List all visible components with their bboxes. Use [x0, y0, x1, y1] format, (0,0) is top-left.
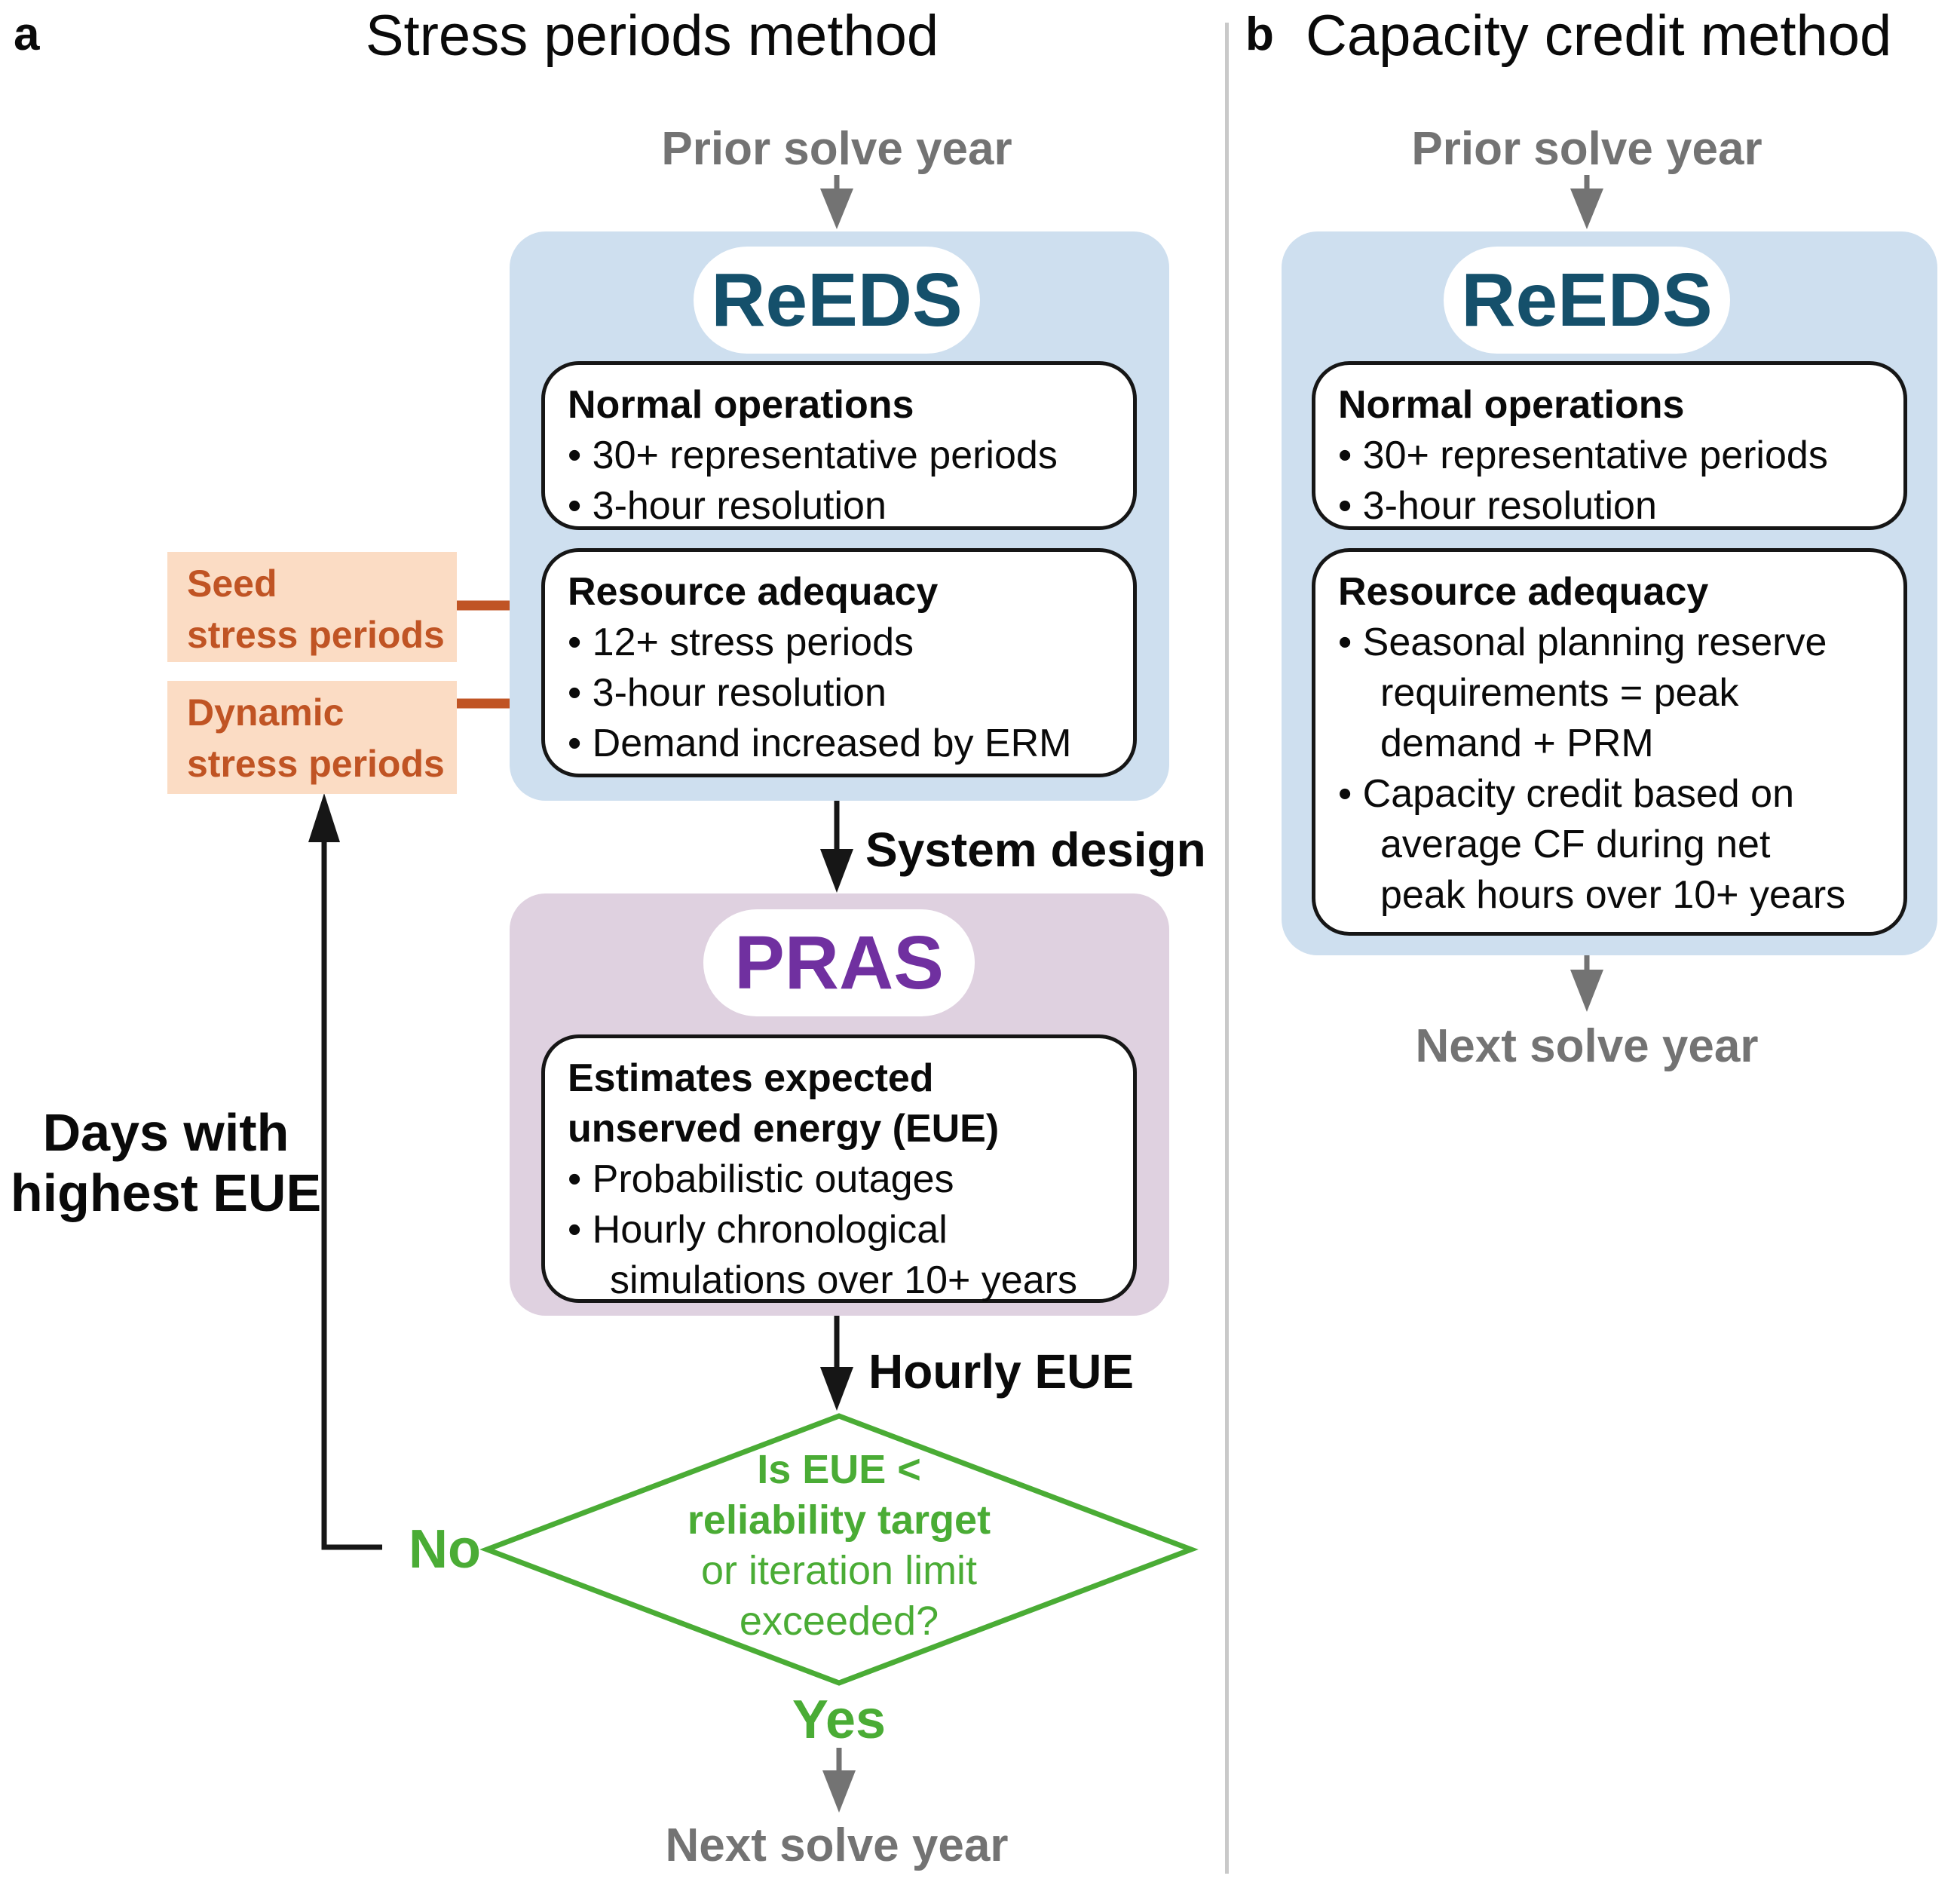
pras-detail-bullet: • Hourly chronological simulations over …	[568, 1208, 1077, 1302]
prior-solve-year-label-b: Prior solve year	[1411, 123, 1762, 175]
hourly-eue-label: Hourly EUE	[868, 1344, 1135, 1399]
arrow-feedback-loop	[308, 793, 382, 1550]
resource-adequacy-title-a: Resource adequacy	[568, 570, 939, 614]
dynamic-stress-periods-box: Dynamic stress periods	[167, 681, 457, 794]
decision-question-bold: Is EUE < reliability target	[687, 1447, 991, 1543]
normal-operations-title-b: Normal operations	[1338, 383, 1685, 427]
reeds-badge-b: ReEDS	[1444, 247, 1730, 354]
arrow-reeds-to-next-b	[1570, 954, 1603, 1012]
pras-detail-box: Estimates expected unserved energy (EUE)…	[541, 1034, 1137, 1303]
resource-adequacy-bullet: • Capacity credit based on average CF du…	[1338, 772, 1846, 917]
normal-operations-bullet: • 3-hour resolution	[568, 484, 887, 528]
panel-a-label: a	[14, 8, 40, 60]
arrow-system-design	[820, 801, 853, 893]
normal-operations-bullet: • 30+ representative periods	[1338, 434, 1828, 477]
panel-b-label: b	[1245, 8, 1274, 60]
panel-a-title: Stress periods method	[365, 4, 939, 68]
decision-question-regular: or iteration limit exceeded?	[700, 1548, 978, 1644]
normal-operations-box-b: Normal operations • 30+ representative p…	[1312, 361, 1907, 530]
next-solve-year-label-a: Next solve year	[665, 1819, 1009, 1871]
decision-diamond	[479, 1413, 1199, 1686]
days-highest-eue-label: Days with highest EUE	[10, 1103, 322, 1222]
resource-adequacy-bullet: • Demand increased by ERM	[568, 722, 1072, 765]
panel-b-title: Capacity credit method	[1306, 4, 1892, 68]
pras-wordmark: PRAS	[734, 920, 944, 1005]
next-solve-year-label-b: Next solve year	[1415, 1020, 1759, 1072]
resource-adequacy-title-b: Resource adequacy	[1338, 570, 1709, 614]
reeds-wordmark-a: ReEDS	[711, 257, 963, 342]
arrow-yes-to-next-a	[822, 1748, 856, 1813]
arrow-prior-to-reeds-a	[820, 175, 853, 229]
resource-adequacy-bullet: • 12+ stress periods	[568, 621, 914, 664]
decision-no-label: No	[409, 1519, 481, 1580]
decision-diamond-text: Is EUE < reliability target or iteration…	[537, 1445, 1141, 1647]
resource-adequacy-bullet: • 3-hour resolution	[568, 671, 887, 715]
resource-adequacy-box-a: Resource adequacy • 12+ stress periods •…	[541, 548, 1137, 777]
pras-detail-title: Estimates expected unserved energy (EUE)	[568, 1056, 1000, 1151]
pras-badge: PRAS	[703, 909, 975, 1016]
arrow-prior-to-reeds-b	[1570, 175, 1603, 229]
normal-operations-title-a: Normal operations	[568, 383, 914, 427]
prior-solve-year-label-a: Prior solve year	[661, 123, 1012, 175]
reeds-wordmark-b: ReEDS	[1461, 257, 1713, 342]
normal-operations-box-a: Normal operations • 30+ representative p…	[541, 361, 1137, 530]
reeds-badge-a: ReEDS	[694, 247, 980, 354]
arrow-hourly-eue	[820, 1316, 853, 1411]
system-design-label: System design	[865, 823, 1206, 877]
panel-divider	[1225, 23, 1229, 1874]
resource-adequacy-box-b: Resource adequacy • Seasonal planning re…	[1312, 548, 1907, 936]
resource-adequacy-bullet: • Seasonal planning reserve requirements…	[1338, 621, 1827, 765]
seed-stress-periods-box: Seed stress periods	[167, 552, 457, 662]
pras-detail-bullet: • Probabilistic outages	[568, 1157, 954, 1201]
normal-operations-bullet: • 30+ representative periods	[568, 434, 1058, 477]
normal-operations-bullet: • 3-hour resolution	[1338, 484, 1657, 528]
decision-yes-label: Yes	[792, 1690, 887, 1750]
